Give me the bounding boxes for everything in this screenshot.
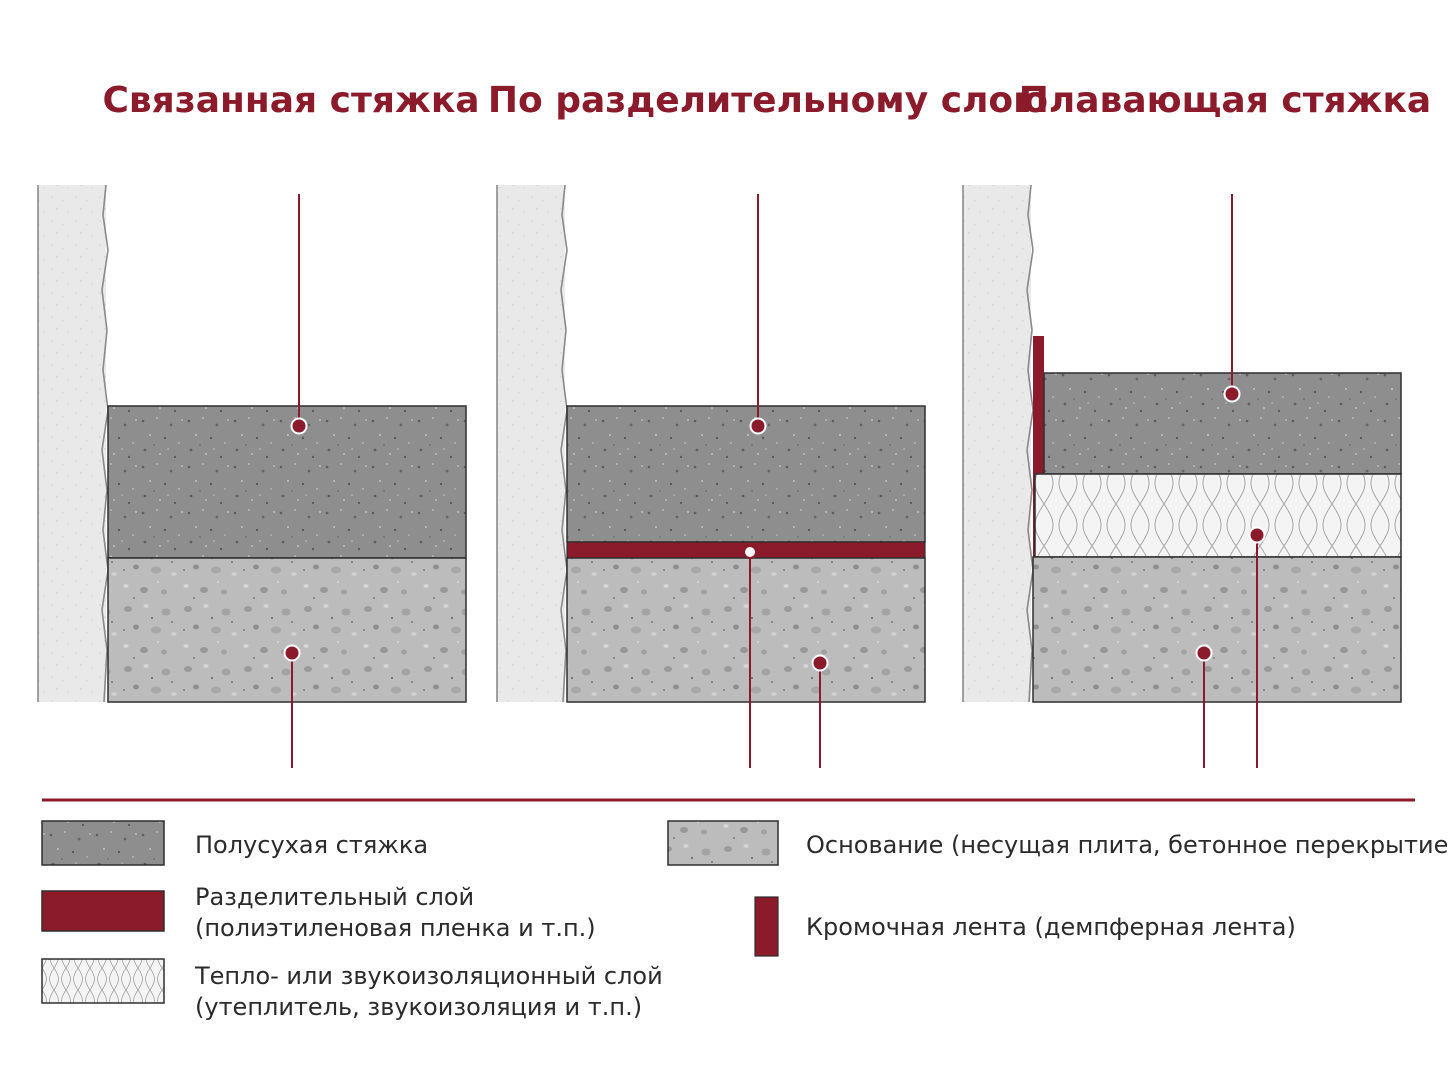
wall: [963, 185, 1031, 702]
screed-layer: [1043, 372, 1402, 475]
base-layer: [566, 557, 926, 703]
legend-label-screed: Полусухая стяжка: [195, 831, 428, 859]
diagram-separating: [496, 184, 926, 768]
leader-dot: [1223, 385, 1241, 403]
wall: [497, 185, 565, 702]
wall-edge: [496, 184, 568, 703]
title-bonded-screed: Связанная стяжка: [102, 80, 479, 121]
legend-swatch-edge-tape: [754, 896, 779, 957]
leader-dot: [1248, 526, 1266, 544]
legend-swatch-screed: [41, 820, 165, 866]
base-layer: [107, 557, 467, 703]
base-layer: [1032, 556, 1402, 703]
legend-label-base: Основание (несущая плита, бетонное перек…: [806, 831, 1448, 859]
screed-layer: [566, 405, 926, 543]
leader-dot: [743, 545, 757, 559]
legend-label-edge-tape: Кромочная лента (демпферная лента): [806, 913, 1296, 941]
diagram-bonded: [37, 184, 467, 768]
legend-label-separating-2: (полиэтиленовая пленка и т.п.): [195, 914, 596, 942]
title-floating-screed: Плавающая стяжка: [1019, 80, 1431, 121]
leader-dot: [283, 644, 301, 662]
wall: [38, 185, 106, 702]
legend-swatch-base: [667, 820, 779, 866]
screed-layer: [107, 405, 467, 559]
legend-swatch-insulation: [41, 958, 165, 1004]
leader-dot: [290, 417, 308, 435]
wall-edge: [37, 184, 109, 703]
leader-dot: [811, 654, 829, 672]
title-separating-layer: По разделительному слою: [488, 80, 1048, 121]
wall-edge: [962, 184, 1034, 703]
diagram-floating: [962, 184, 1402, 768]
legend-label-separating-1: Разделительный слой: [195, 883, 474, 911]
leader-dot: [749, 417, 767, 435]
edge-tape: [1033, 336, 1044, 557]
legend-label-insulation-2: (утеплитель, звукоизоляция и т.п.): [195, 993, 642, 1021]
insulation-layer: [1034, 473, 1402, 558]
leader-dot: [1195, 644, 1213, 662]
legend-swatch-separating: [41, 890, 165, 932]
legend: Полусухая стяжка Разделительный слой (по…: [41, 820, 1448, 1021]
legend-label-insulation-1: Тепло- или звукоизоляционный слой: [194, 962, 663, 990]
